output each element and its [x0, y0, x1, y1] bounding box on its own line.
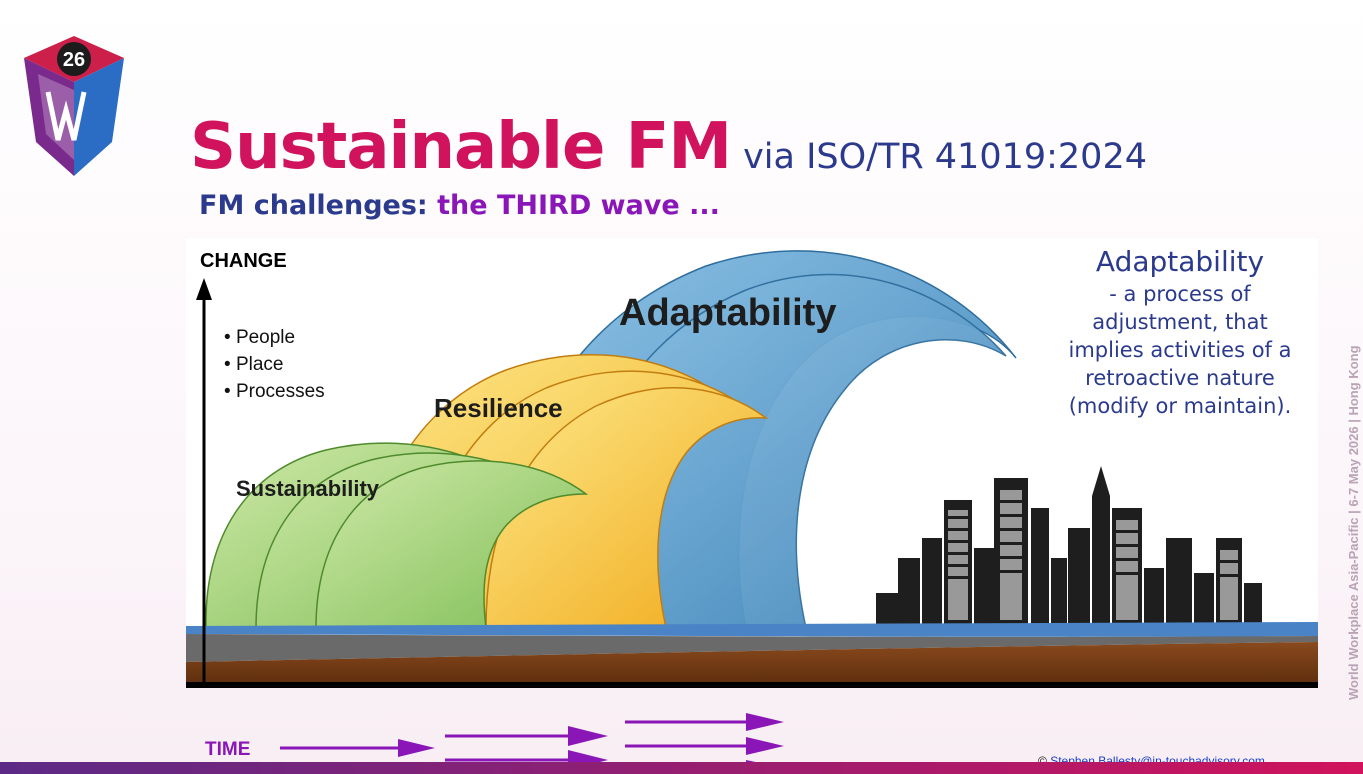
copyright-symbol: ©	[1038, 754, 1047, 768]
subtitle-prefix: FM challenges:	[199, 190, 428, 221]
bottom-accent-bar	[0, 762, 1363, 774]
wave-label-adaptability: Adaptability	[619, 292, 837, 334]
definition-term: Adaptability	[1095, 245, 1265, 278]
rock-band	[186, 634, 1318, 662]
x-axis-label: TIME	[205, 739, 251, 760]
waves-illustration	[186, 250, 1318, 688]
city-skyline-icon	[876, 466, 1262, 628]
title-main: Sustainable FM	[190, 110, 732, 184]
wave-label-resilience: Resilience	[434, 393, 563, 423]
subtitle-highlight: the THIRD wave ...	[437, 190, 720, 221]
logo-text: 26	[63, 49, 85, 71]
event-logo-icon: 26	[24, 36, 124, 176]
definition-text: - a process of adjustment, that implies …	[1068, 282, 1292, 418]
list-item: Processes	[224, 378, 325, 405]
earth-band	[186, 642, 1318, 688]
sustainability-wave	[205, 442, 589, 629]
list-item: Place	[224, 351, 325, 378]
water-band	[186, 622, 1318, 637]
list-item: People	[224, 324, 325, 351]
title-sub: via ISO/TR 41019:2024	[743, 137, 1147, 177]
event-side-banner: World Workplace Asia-Pacific | 6-7 May 2…	[1346, 345, 1361, 700]
page-subtitle: FM challenges: the THIRD wave ...	[199, 190, 720, 221]
page-title: Sustainable FM via ISO/TR 41019:2024	[190, 110, 1147, 184]
wave-label-sustainability: Sustainability	[236, 476, 380, 501]
y-axis-label: CHANGE	[200, 250, 287, 272]
y-axis-arrow-icon	[196, 278, 212, 300]
waves-diagram: CHANGE People Place Processes Sustainabi…	[186, 238, 1318, 688]
dimension-list: People Place Processes	[224, 324, 325, 405]
